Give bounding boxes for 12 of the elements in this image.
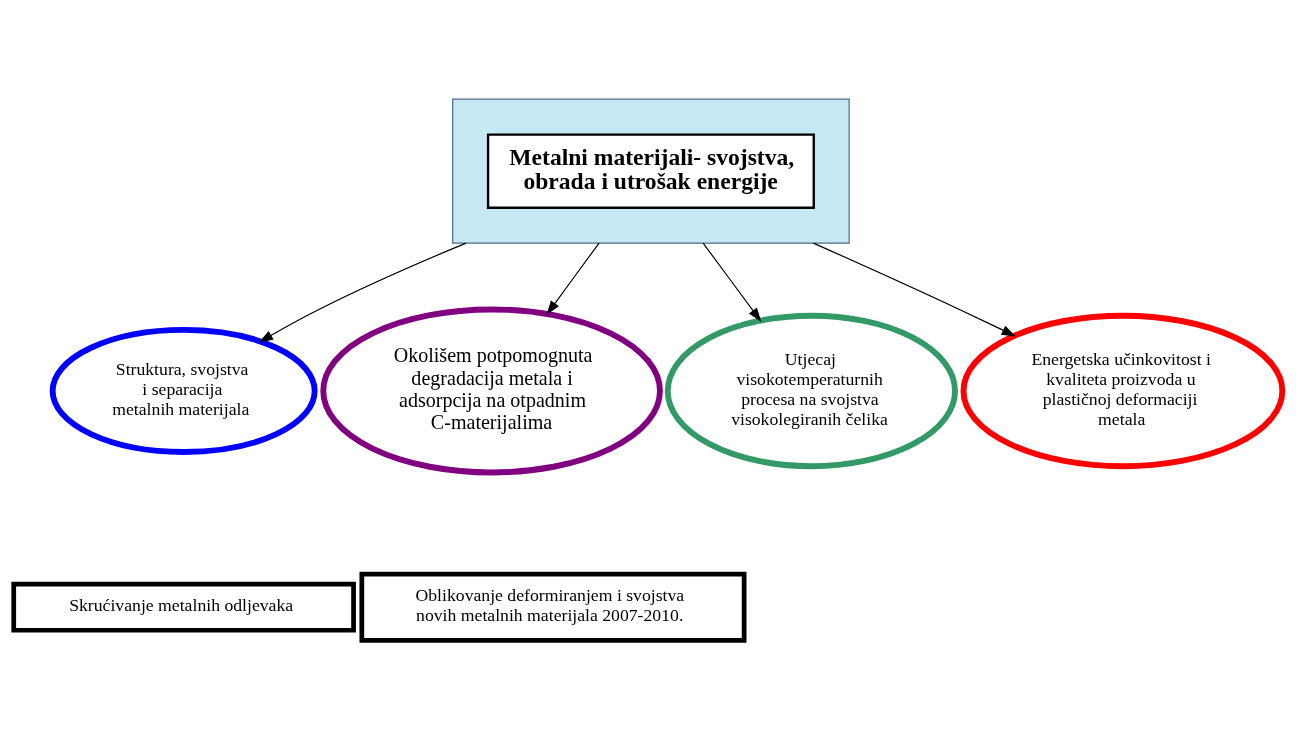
node-box: Oblikovanje deformiranjem i svojstva novih metalnih materijala 2007-2010. <box>359 571 747 643</box>
arrow <box>258 242 467 342</box>
arrow <box>812 242 1016 336</box>
arrow <box>546 242 600 315</box>
node-ellipse: Utjecaj visokotemperaturnih procesa na svojstva visokolegiranih čelika <box>664 312 958 469</box>
node-box: Skrućivanje metalnih odljevaka <box>11 581 356 633</box>
node-ellipse: Energetska učinkovitost i kvaliteta proizvoda u plastičnoj deformaciji metala <box>960 312 1286 469</box>
node-box: Metalni materijali- svojstva, obrada i utrošak energije <box>486 132 815 209</box>
arrow <box>702 242 762 322</box>
node-ellipse: Okolišem potpomognuta degradacija metala i adsorpcija na otpadnim C-materijalima <box>320 306 663 475</box>
cluster <box>452 98 850 244</box>
node-ellipse: Struktura, svojstva i separacija metalnih materijala <box>49 326 318 455</box>
